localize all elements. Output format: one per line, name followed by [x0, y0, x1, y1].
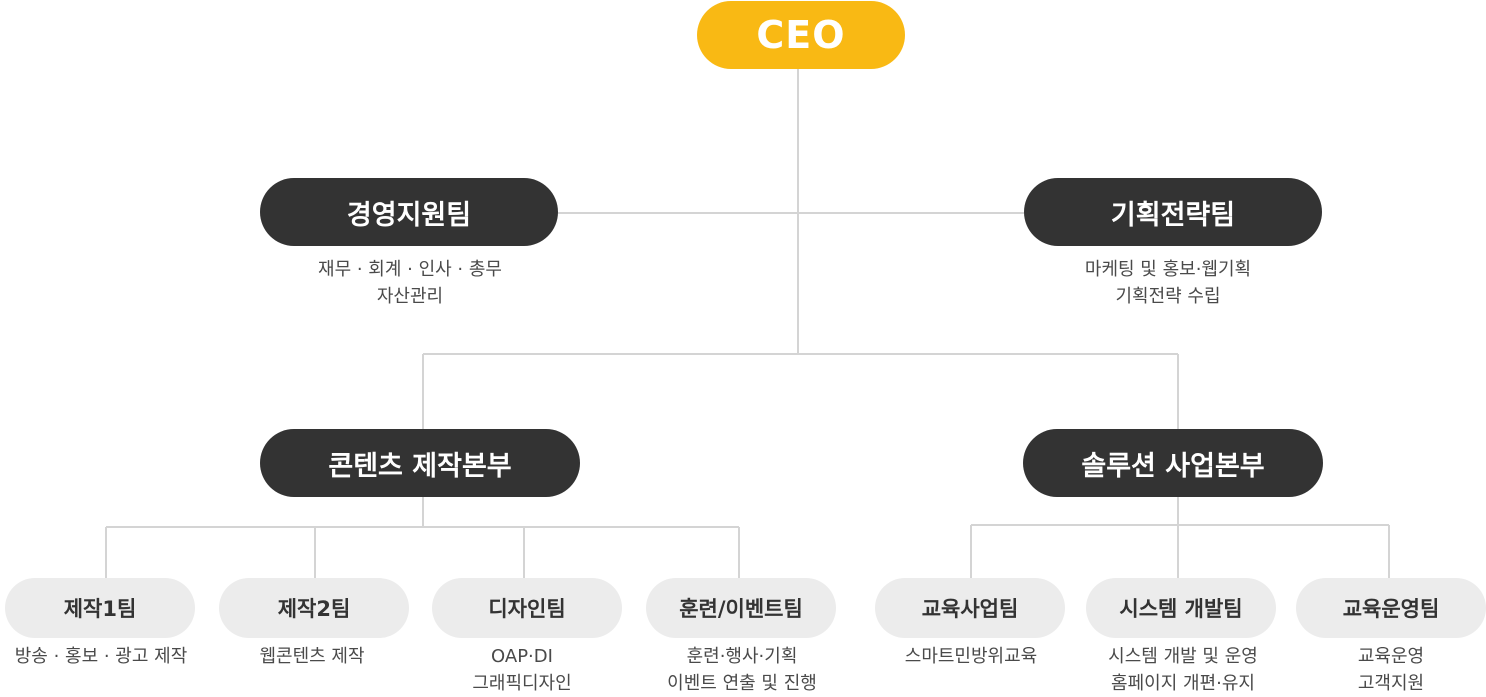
content-team-3-node: 디자인팀 — [432, 578, 622, 638]
desc-line: 자산관리 — [376, 286, 444, 307]
desc-line: 기획전략 수립 — [1115, 286, 1221, 307]
management-team-node: 경영지원팀 — [260, 178, 558, 246]
desc-line: OAP·DI — [491, 646, 553, 667]
content-team-2-desc: 웹콘텐츠 제작 — [259, 643, 364, 670]
desc-line: 고객지원 — [1357, 673, 1425, 694]
desc-line: 홈페이지 개편·유지 — [1111, 673, 1255, 694]
content-team-3-label: 디자인팀 — [488, 597, 566, 621]
planning-team-node: 기획전략팀 — [1024, 178, 1322, 246]
planning-team-label: 기획전략팀 — [1110, 199, 1236, 231]
solution-team-3-node: 교육운영팀 — [1296, 578, 1486, 638]
solution-team-2-label: 시스템 개발팀 — [1119, 597, 1243, 621]
management-team-desc: 재무 · 회계 · 인사 · 총무 자산관리 — [318, 256, 502, 310]
solution-team-3-label: 교육운영팀 — [1342, 597, 1440, 621]
planning-team-desc: 마케팅 및 홍보·웹기획 기획전략 수립 — [1085, 256, 1251, 310]
solution-team-1-desc: 스마트민방위교육 — [905, 643, 1037, 670]
content-team-4-label: 훈련/이벤트팀 — [679, 597, 803, 621]
solution-team-1-label: 교육사업팀 — [921, 597, 1019, 621]
content-division-node: 콘텐츠 제작본부 — [260, 429, 580, 497]
solution-division-label: 솔루션 사업본부 — [1081, 450, 1265, 482]
content-team-2-node: 제작2팀 — [219, 578, 409, 638]
desc-line: 방송 · 홍보 · 광고 제작 — [14, 646, 188, 667]
content-team-4-node: 훈련/이벤트팀 — [646, 578, 836, 638]
desc-line: 시스템 개발 및 운영 — [1108, 646, 1258, 667]
content-team-3-desc: OAP·DI 그래픽디자인 — [472, 643, 571, 697]
desc-line: 웹콘텐츠 제작 — [259, 646, 365, 667]
ceo-label: CEO — [756, 13, 846, 57]
content-team-1-label: 제작1팀 — [63, 597, 137, 621]
solution-team-2-node: 시스템 개발팀 — [1086, 578, 1276, 638]
management-team-label: 경영지원팀 — [346, 199, 472, 231]
solution-team-1-node: 교육사업팀 — [875, 578, 1065, 638]
content-team-1-node: 제작1팀 — [5, 578, 195, 638]
desc-line: 훈련·행사·기획 — [686, 646, 798, 667]
desc-line: 이벤트 연출 및 진행 — [667, 673, 817, 694]
content-team-2-label: 제작2팀 — [277, 597, 351, 621]
desc-line: 재무 · 회계 · 인사 · 총무 — [318, 259, 502, 280]
ceo-node: CEO — [697, 1, 905, 69]
content-team-1-desc: 방송 · 홍보 · 광고 제작 — [15, 643, 188, 670]
content-team-4-desc: 훈련·행사·기획 이벤트 연출 및 진행 — [667, 643, 817, 697]
content-division-label: 콘텐츠 제작본부 — [328, 450, 512, 482]
desc-line: 그래픽디자인 — [472, 673, 572, 694]
desc-line: 마케팅 및 홍보·웹기획 — [1084, 259, 1252, 280]
solution-team-2-desc: 시스템 개발 및 운영 홈페이지 개편·유지 — [1108, 643, 1258, 697]
desc-line: 교육운영 — [1357, 646, 1425, 667]
desc-line: 스마트민방위교육 — [904, 646, 1038, 667]
solution-division-node: 솔루션 사업본부 — [1023, 429, 1323, 497]
solution-team-3-desc: 교육운영 고객지원 — [1358, 643, 1424, 697]
